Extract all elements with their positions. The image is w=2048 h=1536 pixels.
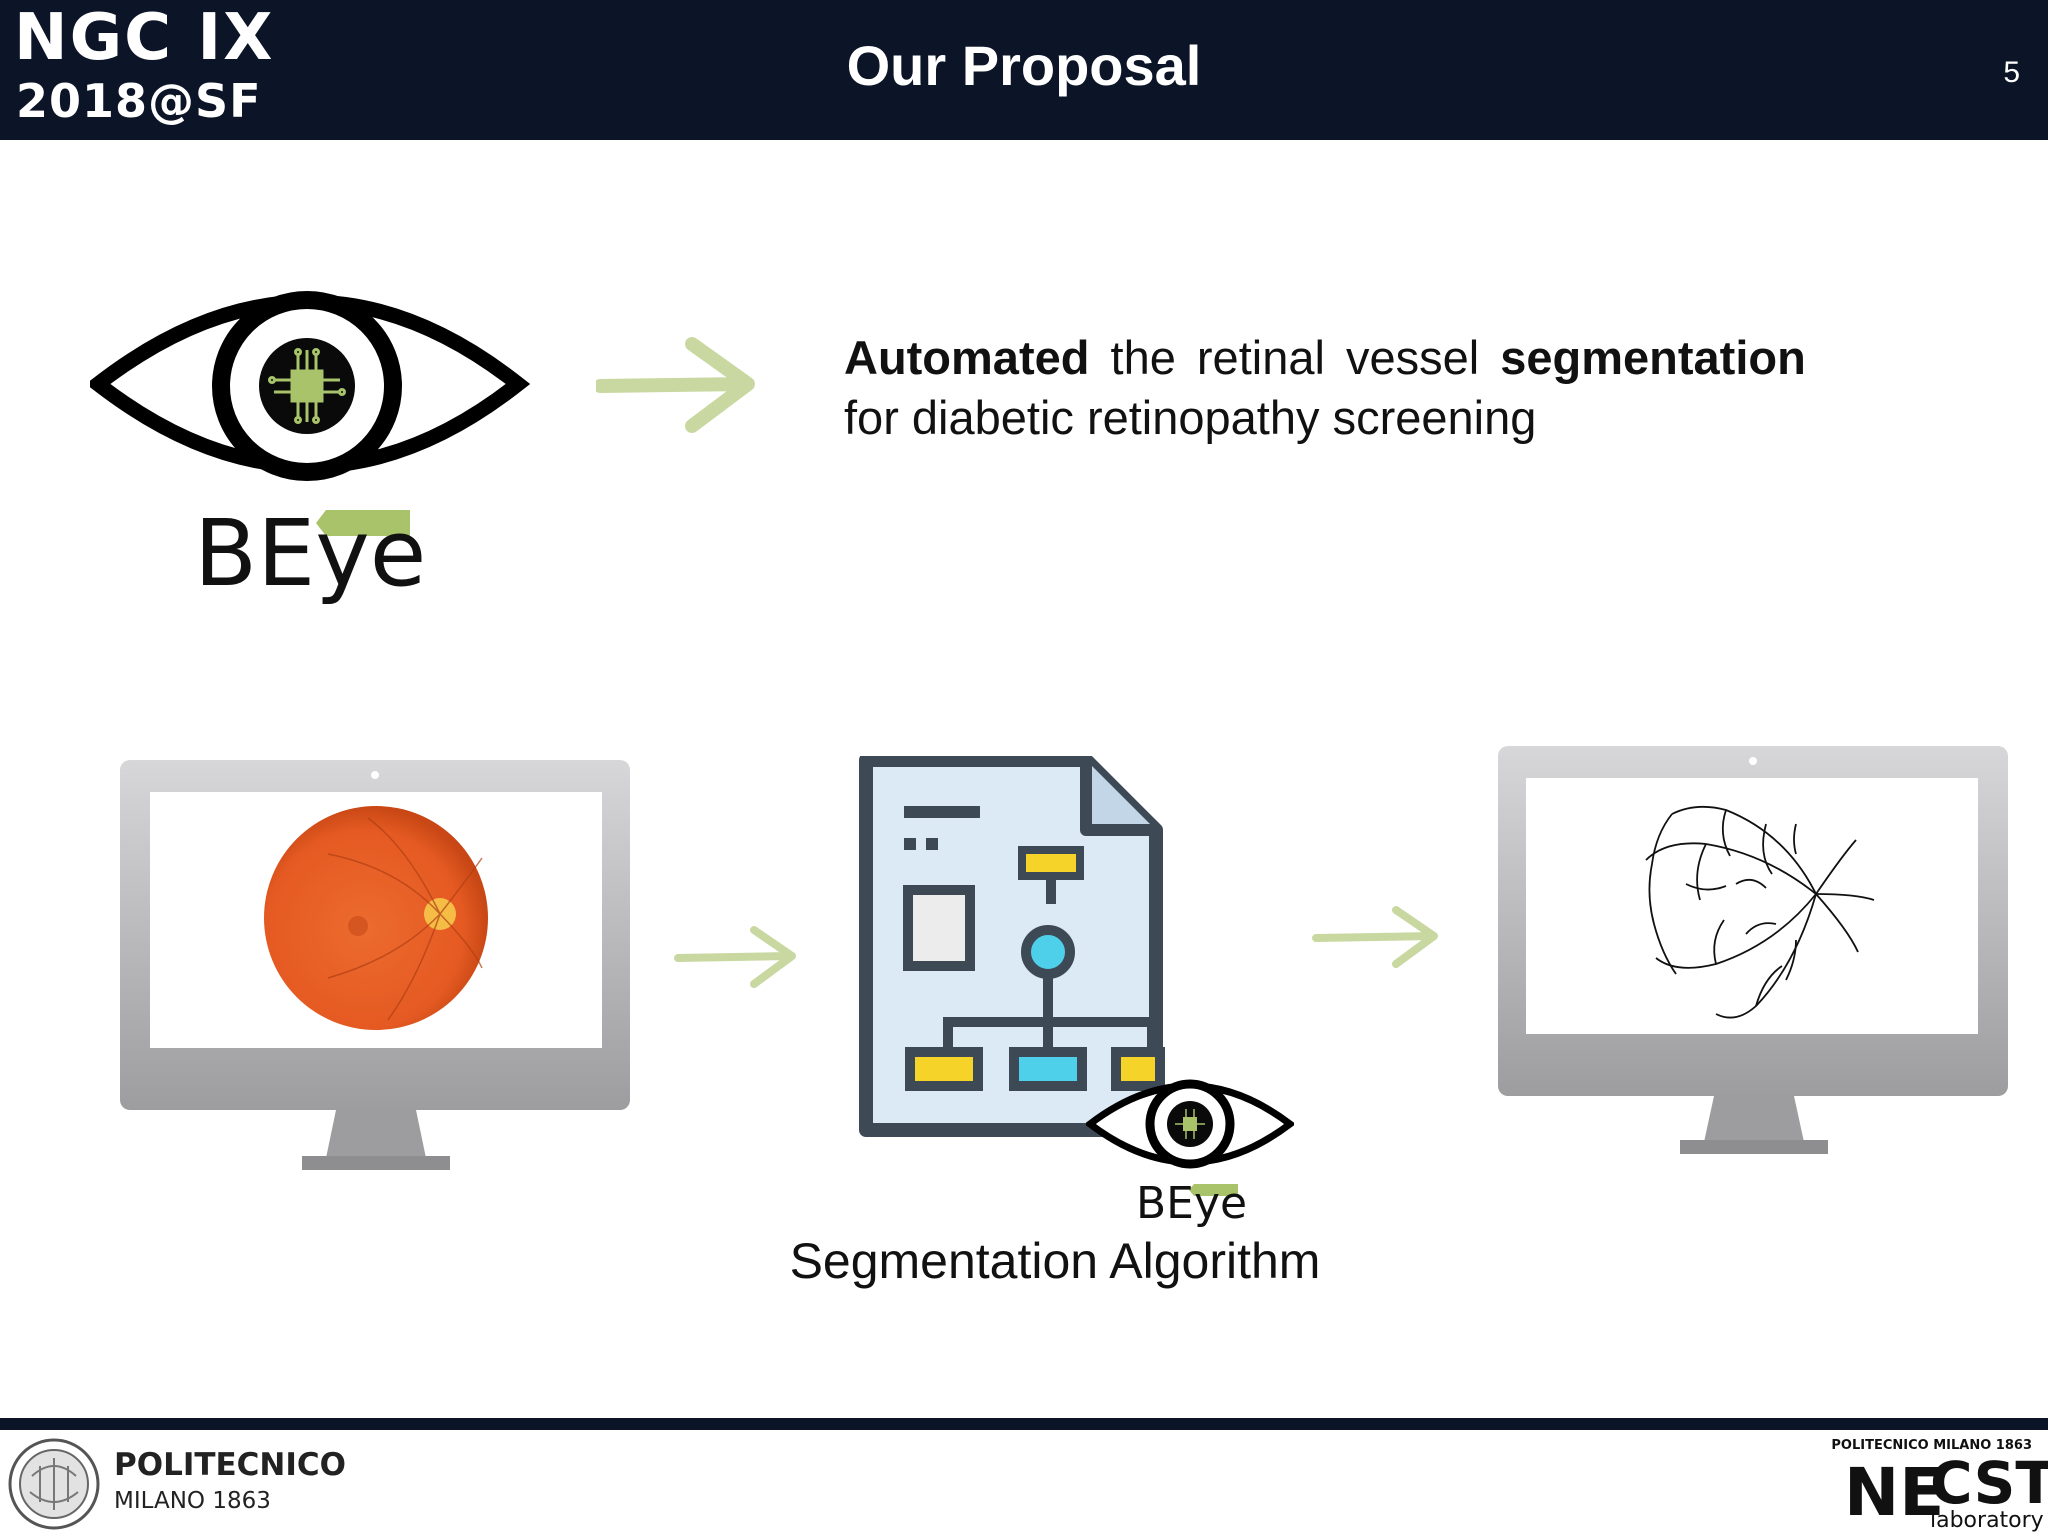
footer-bar xyxy=(0,1418,2048,1430)
vessel-map-image xyxy=(1645,805,1875,1019)
proposal-description: Automated the retinal vessel segmentatio… xyxy=(844,328,1894,448)
chip-icon xyxy=(268,348,346,424)
necst-logo-ne: NE xyxy=(1844,1454,1945,1531)
desc-line2: for diabetic retinopathy screening xyxy=(844,391,1537,444)
polimi-logo-name: POLITECNICO xyxy=(114,1447,347,1483)
slide-header: NGC IX 2018@SF Our Proposal 5 xyxy=(0,0,2048,140)
desc-middle-text: the retinal vessel xyxy=(1089,331,1501,384)
eye-icon xyxy=(90,291,530,481)
arrow-right-icon xyxy=(1312,906,1438,968)
slide-title: Our Proposal xyxy=(846,34,1202,97)
beye-logo: BEye xyxy=(90,270,530,610)
beye-logo-small: BEye xyxy=(1086,1068,1294,1228)
polimi-logo-sub: MILANO 1863 xyxy=(114,1488,271,1514)
monitor-icon xyxy=(120,760,630,1170)
segmentation-algorithm-label: Segmentation Algorithm xyxy=(789,1233,1321,1289)
necst-logo-lab: laboratory xyxy=(1930,1508,2044,1533)
conference-year: 2018@SF xyxy=(16,74,262,128)
university-seal-icon xyxy=(8,1438,100,1530)
monitor-icon xyxy=(1498,746,2008,1154)
arrow-right-icon xyxy=(596,337,755,433)
beye-logo-text: BEye xyxy=(194,500,427,607)
page-number: 5 xyxy=(2003,56,2020,89)
beye-small-text: BEye xyxy=(1136,1178,1248,1229)
document-flowchart-icon xyxy=(859,756,1165,1137)
retina-image xyxy=(264,806,488,1030)
necst-logo-cst: CST xyxy=(1930,1449,2048,1517)
eye-icon xyxy=(1086,1079,1294,1169)
desc-bold-segmentation: segmentation xyxy=(1500,331,1806,384)
necst-logo-top: POLITECNICO MILANO 1863 xyxy=(1831,1438,2032,1453)
arrow-right-icon xyxy=(674,926,796,988)
desc-bold-automated: Automated xyxy=(844,331,1090,384)
conference-name: NGC IX xyxy=(14,1,275,75)
